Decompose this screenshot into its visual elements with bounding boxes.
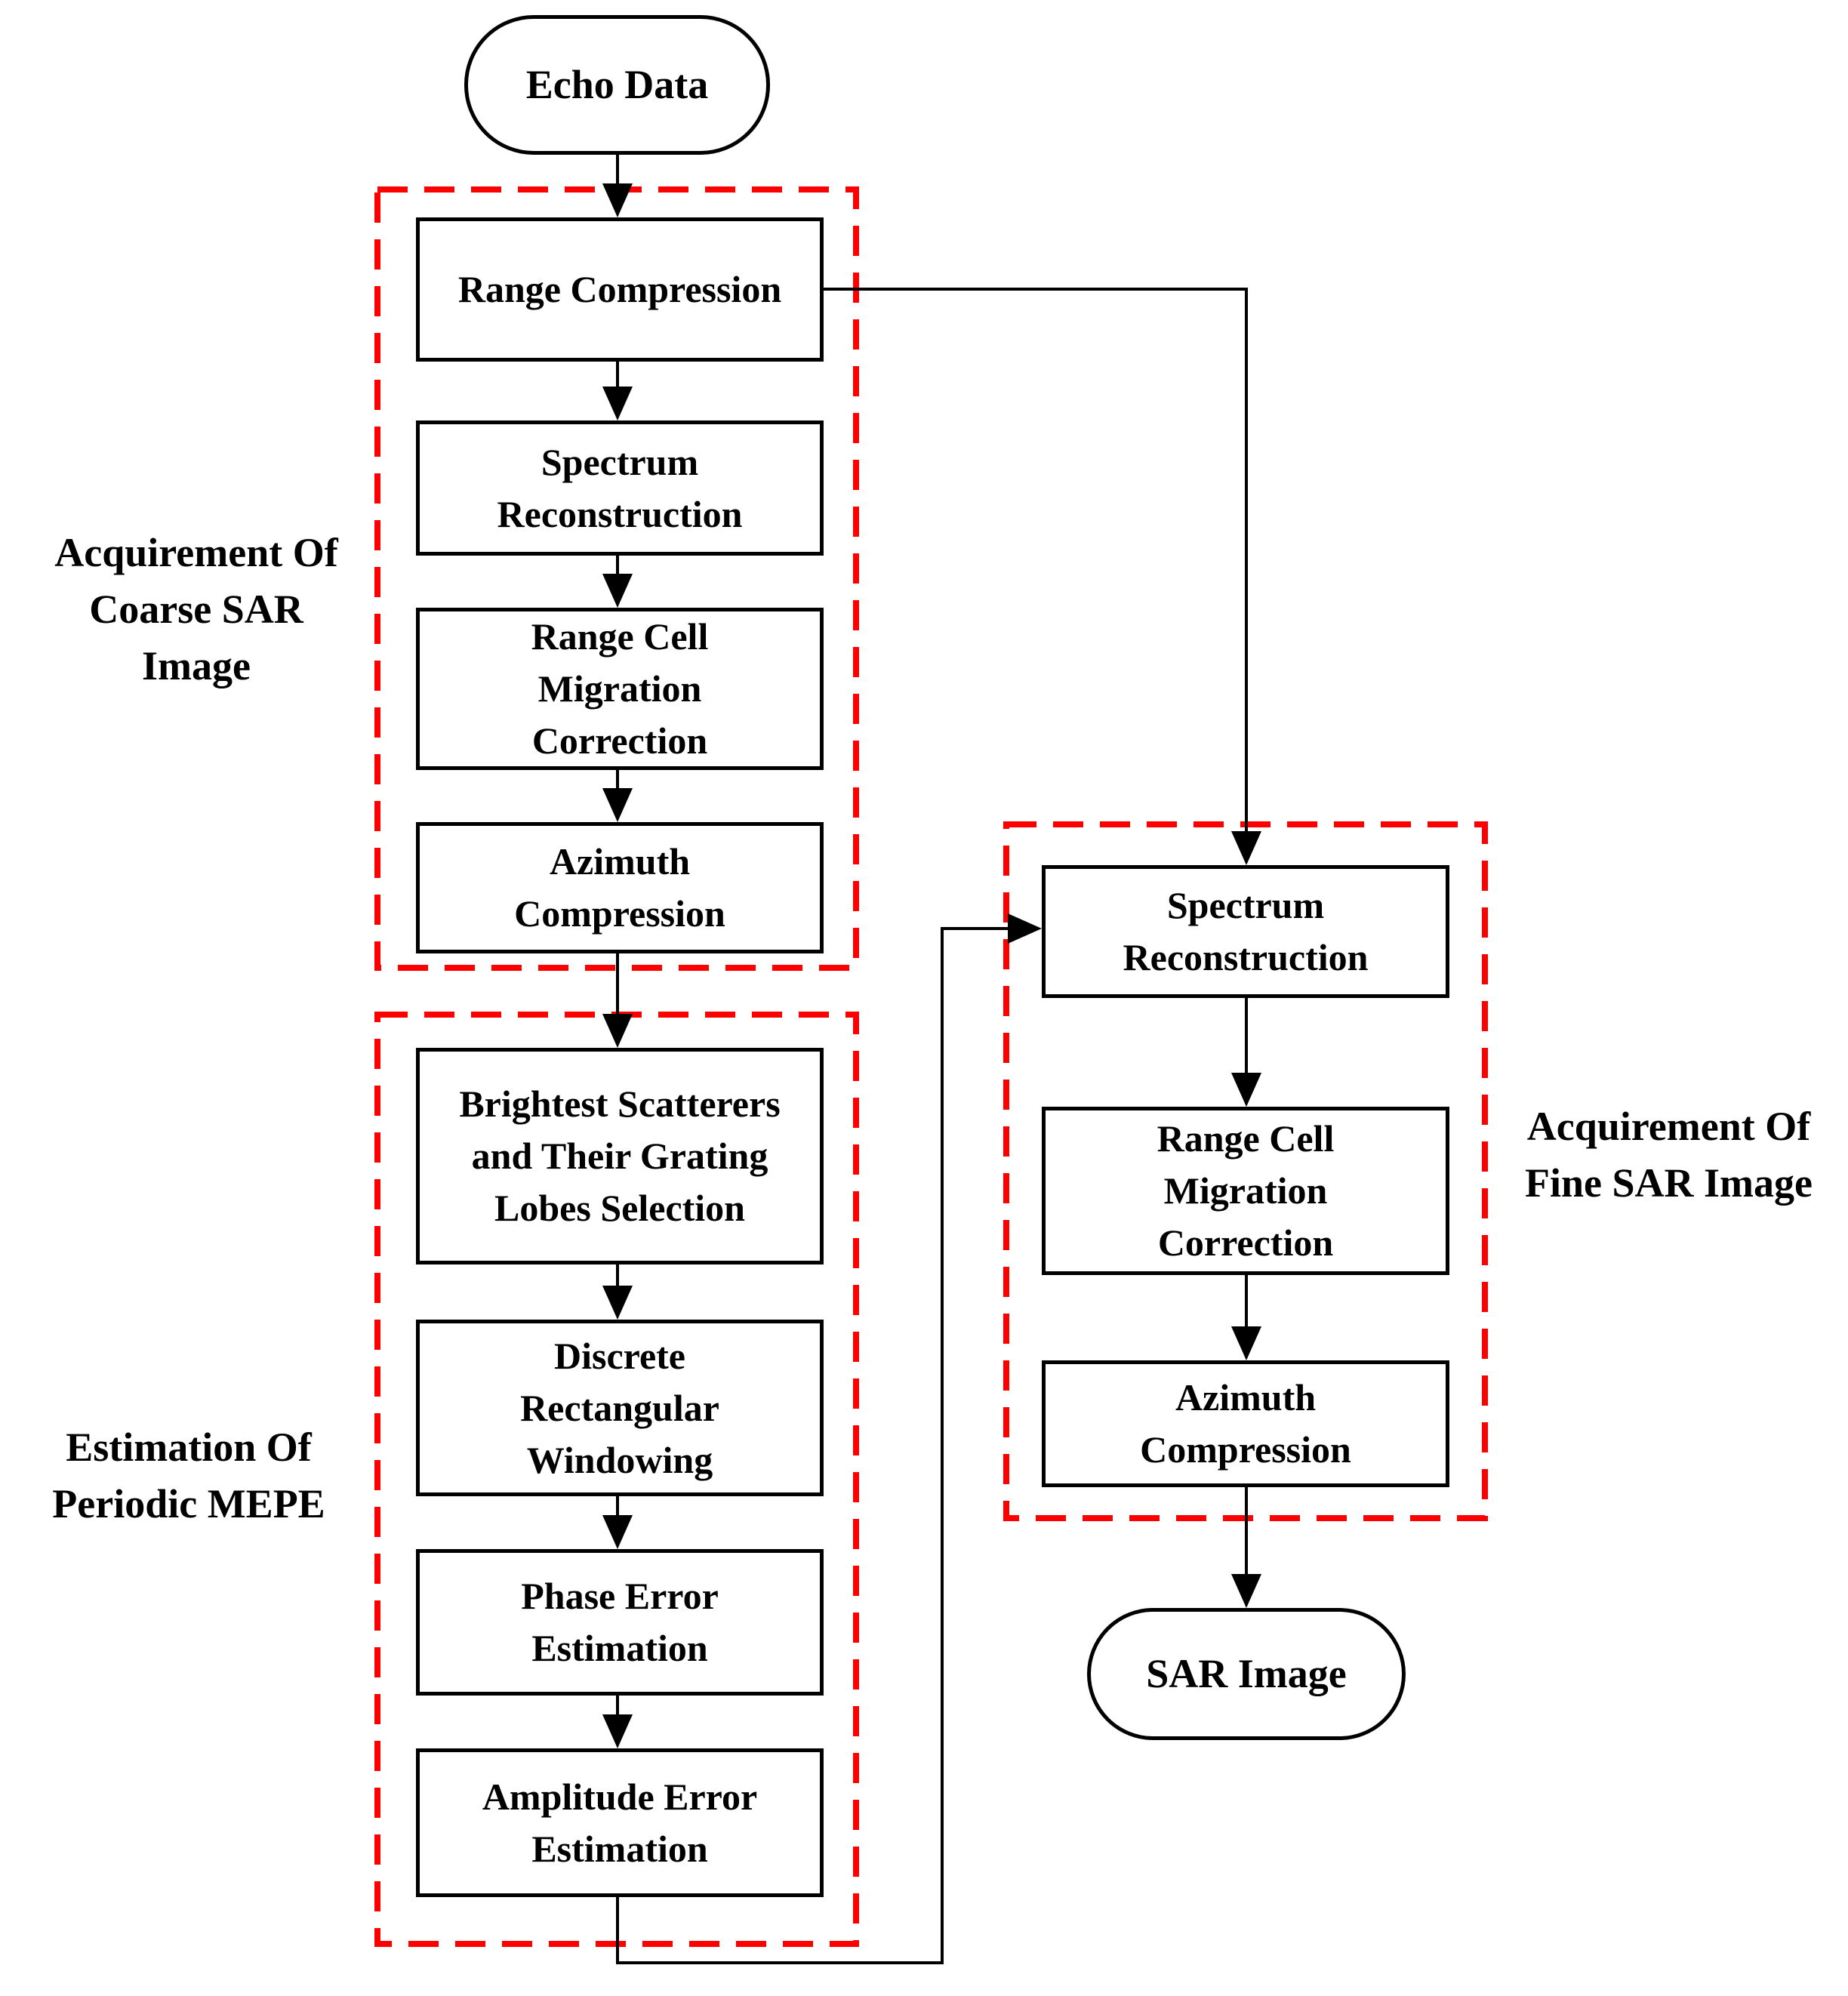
group-label-fine-sar: Acquirement Of Fine SAR Image — [1525, 1104, 1813, 1206]
node-range-cell-migration-correction-fine: Range Cell Migration Correction — [1042, 1107, 1449, 1275]
node-sar-image: SAR Image — [1087, 1608, 1406, 1740]
arrowhead — [602, 1014, 633, 1048]
node-azimuth-compression-fine: Azimuth Compression — [1042, 1360, 1449, 1487]
arrowhead — [602, 788, 633, 822]
node-spectrum-reconstruction-fine: Spectrum Reconstruction — [1042, 865, 1449, 998]
group-label-coarse-sar: Acquirement Of Coarse SAR Image — [54, 530, 338, 689]
edge-amplitude-to-fine-spectrum — [616, 927, 1008, 1964]
node-range-cell-migration-correction-coarse: Range Cell Migration Correction — [416, 608, 824, 770]
node-azimuth-compression-coarse: Azimuth Compression — [416, 822, 824, 953]
arrowhead — [602, 183, 633, 217]
arrowhead — [1008, 913, 1042, 944]
arrowhead — [602, 1515, 633, 1549]
node-spectrum-reconstruction-coarse: Spectrum Reconstruction — [416, 420, 824, 556]
edge-rangecomp-to-fine-spectrum — [824, 288, 1248, 831]
node-range-compression: Range Compression — [416, 217, 824, 362]
node-discrete-rectangular-windowing: Discrete Rectangular Windowing — [416, 1320, 824, 1496]
arrowhead — [1231, 1073, 1261, 1107]
connector-arrows — [602, 155, 1261, 1964]
arrowhead — [602, 1714, 633, 1748]
arrowhead — [602, 574, 633, 608]
arrowhead — [602, 387, 633, 420]
arrowhead — [1231, 1574, 1261, 1608]
node-brightest-scatterers-selection: Brightest Scatterers and Their Grating L… — [416, 1048, 824, 1264]
arrowhead — [602, 1286, 633, 1320]
node-amplitude-error-estimation: Amplitude Error Estimation — [416, 1748, 824, 1897]
node-phase-error-estimation: Phase Error Estimation — [416, 1549, 824, 1696]
node-echo-data: Echo Data — [464, 15, 770, 155]
group-label-periodic-mepe: Estimation Of Periodic MEPE — [52, 1425, 325, 1527]
arrowhead — [1231, 1326, 1261, 1360]
arrowhead — [1231, 831, 1261, 865]
